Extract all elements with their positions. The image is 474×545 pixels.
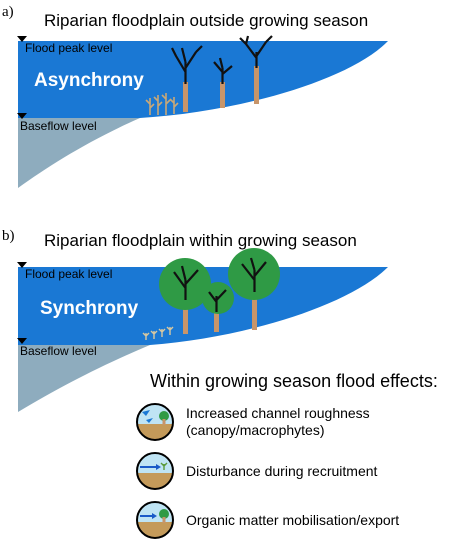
panel-a-title: Riparian floodplain outside growing seas… (44, 11, 368, 30)
panel-b-flood-water (18, 267, 388, 345)
effect-1-line2: (canopy/macrophytes) (186, 422, 325, 438)
panel-a-mode-label: Asynchrony (34, 70, 144, 91)
panel-a-reeds (145, 93, 179, 115)
panel-a-letter: a) (2, 4, 14, 20)
panel-b-title: Riparian floodplain within growing seaso… (44, 231, 357, 250)
panel-a-baseflow-label: Baseflow level (20, 119, 97, 133)
tree-trunk (252, 290, 257, 330)
panel-a-flood-peak-marker (17, 36, 27, 42)
panel-b: b) Riparian floodplain within growing se… (2, 228, 388, 412)
organic-matter-icon (136, 501, 174, 539)
tree-trunk (254, 66, 259, 104)
panel-b-baseflow-label: Baseflow level (20, 344, 97, 358)
panel-b-flood-peak-marker (17, 262, 27, 268)
panel-b-letter: b) (2, 228, 15, 244)
tree-trunk (183, 298, 188, 334)
panel-b-baseflow-water (18, 345, 150, 412)
panel-b-trees (159, 248, 280, 334)
panel-a-flood-water (18, 41, 388, 118)
effect-3-label: Organic matter mobilisation/export (186, 512, 399, 528)
effects-title: Within growing season flood effects: (150, 371, 438, 391)
tree-branches (213, 57, 233, 84)
panel-a-flood-peak-label: Flood peak level (25, 41, 112, 55)
roughness-icon (136, 403, 174, 441)
recruitment-disturbance-icon (136, 452, 174, 490)
effects-legend: Within growing season flood effects: Inc… (136, 371, 438, 539)
tree-branches (241, 257, 267, 292)
tree-trunk (214, 310, 219, 332)
tree-trunk (183, 82, 188, 112)
effect-2-label: Disturbance during recruitment (186, 463, 378, 479)
panel-b-mode-label: Synchrony (40, 298, 139, 319)
tree-branches (208, 289, 227, 312)
tree-branches (173, 265, 199, 300)
panel-a: a) Riparian floodplain outside growing s… (2, 4, 388, 188)
panel-b-flood-peak-label: Flood peak level (25, 267, 112, 281)
tree-trunk (220, 82, 225, 108)
tree-branches (171, 45, 203, 84)
panel-b-baseflow-marker (17, 338, 27, 344)
tree-branches (239, 35, 273, 68)
panel-a-baseflow-marker (17, 113, 27, 119)
panel-b-reeds (142, 326, 174, 340)
panel-a-trees (171, 35, 273, 112)
effect-1-line1: Increased channel roughness (186, 405, 370, 421)
panel-a-baseflow-water (18, 118, 140, 188)
